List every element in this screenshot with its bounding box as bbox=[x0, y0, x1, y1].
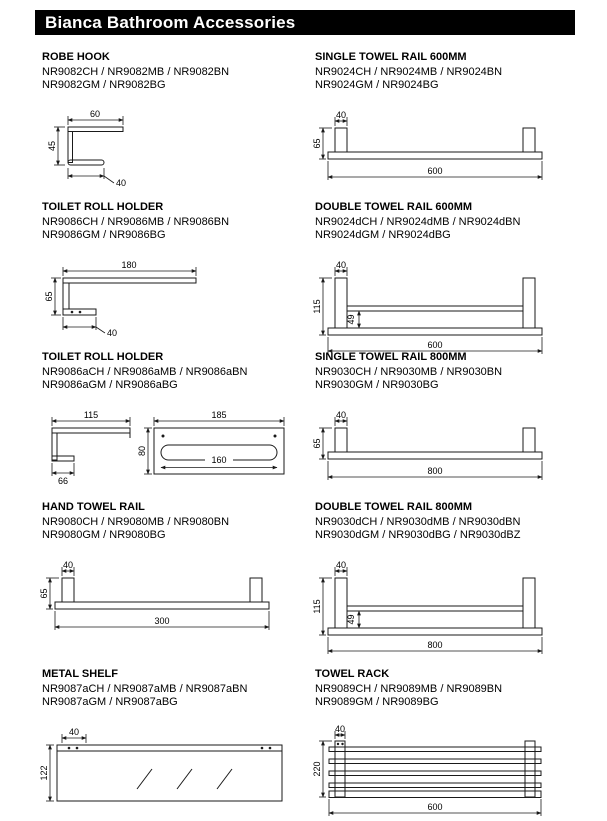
dim-label-drop: 65 bbox=[312, 438, 322, 448]
product-single-towel-rail-600: SINGLE TOWEL RAIL 600MM NR9024CH / NR902… bbox=[312, 51, 575, 201]
product-name: TOILET ROLL HOLDER bbox=[42, 351, 164, 363]
dim-label-drop: 65 bbox=[312, 138, 322, 148]
dim-label-length: 800 bbox=[427, 640, 442, 650]
dim-label-depth: 40 bbox=[116, 178, 126, 188]
dim-label-post: 40 bbox=[336, 110, 346, 120]
product-codes-line2: NR9024dGM / NR9024dBG bbox=[315, 229, 451, 241]
product-codes-line2: NR9024GM / NR9024BG bbox=[315, 79, 439, 91]
double-towel-rail-600-drawing: 40 115 49 600 bbox=[312, 260, 543, 354]
dim-label-height: 80 bbox=[137, 446, 147, 456]
drawing-geometry bbox=[319, 567, 543, 654]
drawing-geometry bbox=[319, 117, 543, 180]
product-grid: ROBE HOOK NR9082CH / NR9082MB / NR9082BN… bbox=[35, 51, 575, 821]
dim-label-length: 300 bbox=[154, 616, 169, 626]
product-codes-line2: NR9089GM / NR9089BG bbox=[315, 696, 439, 708]
product-codes-line2: NR9087aGM / NR9087aBG bbox=[42, 696, 178, 708]
product-single-towel-rail-800: SINGLE TOWEL RAIL 800MM NR9030CH / NR903… bbox=[312, 351, 575, 501]
dim-label-length: 600 bbox=[427, 166, 442, 176]
product-codes-line2: NR9030GM / NR9030BG bbox=[315, 379, 439, 391]
dim-label-width: 180 bbox=[121, 260, 136, 270]
double-towel-rail-800-drawing: 40 115 49 800 bbox=[312, 560, 543, 654]
dim-label-post: 40 bbox=[336, 410, 346, 420]
product-toilet-roll-holder: TOILET ROLL HOLDER NR9086CH / NR9086MB /… bbox=[42, 201, 315, 351]
toilet-roll-holder-a-drawing: 115 66 185 80 160 bbox=[51, 410, 285, 486]
dim-label-drop: 115 bbox=[312, 599, 322, 613]
product-hand-towel-rail: HAND TOWEL RAIL NR9080CH / NR9080MB / NR… bbox=[39, 501, 315, 668]
product-codes-line1: NR9082CH / NR9082MB / NR9082BN bbox=[42, 66, 230, 78]
drawing-geometry bbox=[51, 417, 285, 476]
hand-towel-rail-drawing: 40 65 300 bbox=[39, 560, 270, 630]
dim-label-post: 40 bbox=[336, 560, 346, 570]
product-codes-line2: NR9082GM / NR9082BG bbox=[42, 79, 166, 91]
product-name: TOWEL RACK bbox=[315, 668, 390, 680]
product-codes-line1: NR9024dCH / NR9024dMB / NR9024dBN bbox=[315, 216, 521, 228]
metal-shelf-drawing: 40 122 bbox=[39, 727, 283, 802]
product-codes-line1: NR9024CH / NR9024MB / NR9024BN bbox=[315, 66, 503, 78]
product-name: SINGLE TOWEL RAIL 600MM bbox=[315, 51, 467, 63]
product-codes-line1: NR9089CH / NR9089MB / NR9089BN bbox=[315, 683, 503, 695]
dim-label-post: 40 bbox=[335, 724, 345, 734]
dim-label-height: 45 bbox=[47, 141, 57, 151]
product-toilet-roll-holder-a: TOILET ROLL HOLDER NR9086aCH / NR9086aMB… bbox=[42, 351, 315, 501]
dim-label-gap: 49 bbox=[346, 614, 356, 624]
product-codes-line2: NR9080GM / NR9080BG bbox=[42, 529, 166, 541]
dim-label-gap: 49 bbox=[346, 314, 356, 324]
drawing-geometry bbox=[319, 417, 543, 480]
product-name: METAL SHELF bbox=[42, 668, 118, 680]
dim-label-drop: 122 bbox=[39, 765, 49, 780]
product-codes-line2: NR9086GM / NR9086BG bbox=[42, 229, 166, 241]
product-metal-shelf: METAL SHELF NR9087aCH / NR9087aMB / NR90… bbox=[39, 668, 315, 821]
product-codes-line2: NR9086aGM / NR9086aBG bbox=[42, 379, 178, 391]
toilet-roll-holder-drawing: 180 65 40 bbox=[44, 260, 197, 338]
drawing-geometry bbox=[54, 116, 124, 184]
product-codes-line1: NR9087aCH / NR9087aMB / NR9087aBN bbox=[42, 683, 248, 695]
drawing-geometry bbox=[319, 267, 543, 354]
single-towel-rail-800-drawing: 40 65 800 bbox=[312, 410, 543, 480]
product-name: TOILET ROLL HOLDER bbox=[42, 201, 164, 213]
dim-label-drop: 220 bbox=[312, 761, 322, 776]
robe-hook-drawing: 60 45 40 bbox=[47, 109, 126, 188]
product-codes-line1: NR9080CH / NR9080MB / NR9080BN bbox=[42, 516, 230, 528]
dim-label-post: 40 bbox=[69, 727, 79, 737]
drawing-geometry bbox=[319, 731, 542, 816]
dim-label-width: 60 bbox=[90, 109, 100, 119]
product-name: HAND TOWEL RAIL bbox=[42, 501, 145, 513]
dim-label-roll: 160 bbox=[211, 455, 226, 465]
product-robe-hook: ROBE HOOK NR9082CH / NR9082MB / NR9082BN… bbox=[42, 51, 315, 201]
product-name: ROBE HOOK bbox=[42, 51, 110, 63]
product-towel-rack: TOWEL RACK NR9089CH / NR9089MB / NR9089B… bbox=[312, 668, 575, 821]
dim-label-length: 800 bbox=[427, 466, 442, 476]
product-name: DOUBLE TOWEL RAIL 600MM bbox=[315, 201, 473, 213]
dim-label-height: 65 bbox=[44, 291, 54, 301]
dim-label-front-width: 185 bbox=[211, 410, 226, 420]
dim-label-length: 600 bbox=[427, 802, 442, 812]
dim-label-side-width: 115 bbox=[84, 410, 98, 420]
product-codes-line2: NR9030dGM / NR9030dBG / NR9030dBZ bbox=[315, 529, 521, 541]
single-towel-rail-600-drawing: 40 65 600 bbox=[312, 110, 543, 180]
dim-label-length: 600 bbox=[427, 340, 442, 350]
drawing-geometry bbox=[46, 567, 270, 630]
product-codes-line1: NR9030dCH / NR9030dMB / NR9030dBN bbox=[315, 516, 521, 528]
dim-label-depth: 66 bbox=[58, 476, 68, 486]
product-double-towel-rail-800: DOUBLE TOWEL RAIL 800MM NR9030dCH / NR90… bbox=[312, 501, 575, 668]
dim-label-drop: 115 bbox=[312, 299, 322, 313]
dim-label-post: 40 bbox=[336, 260, 346, 270]
product-codes-line1: NR9086CH / NR9086MB / NR9086BN bbox=[42, 216, 230, 228]
page-title: Bianca Bathroom Accessories bbox=[35, 10, 575, 35]
drawing-geometry bbox=[51, 267, 197, 334]
product-codes-line1: NR9030CH / NR9030MB / NR9030BN bbox=[315, 366, 503, 378]
product-codes-line1: NR9086aCH / NR9086aMB / NR9086aBN bbox=[42, 366, 248, 378]
dim-label-foot: 40 bbox=[107, 328, 117, 338]
dim-label-drop: 65 bbox=[39, 588, 49, 598]
dim-label-post: 40 bbox=[63, 560, 73, 570]
product-name: SINGLE TOWEL RAIL 800MM bbox=[315, 351, 467, 363]
product-name: DOUBLE TOWEL RAIL 800MM bbox=[315, 501, 473, 513]
product-double-towel-rail-600: DOUBLE TOWEL RAIL 600MM NR9024dCH / NR90… bbox=[312, 201, 575, 354]
drawing-geometry bbox=[46, 734, 283, 802]
